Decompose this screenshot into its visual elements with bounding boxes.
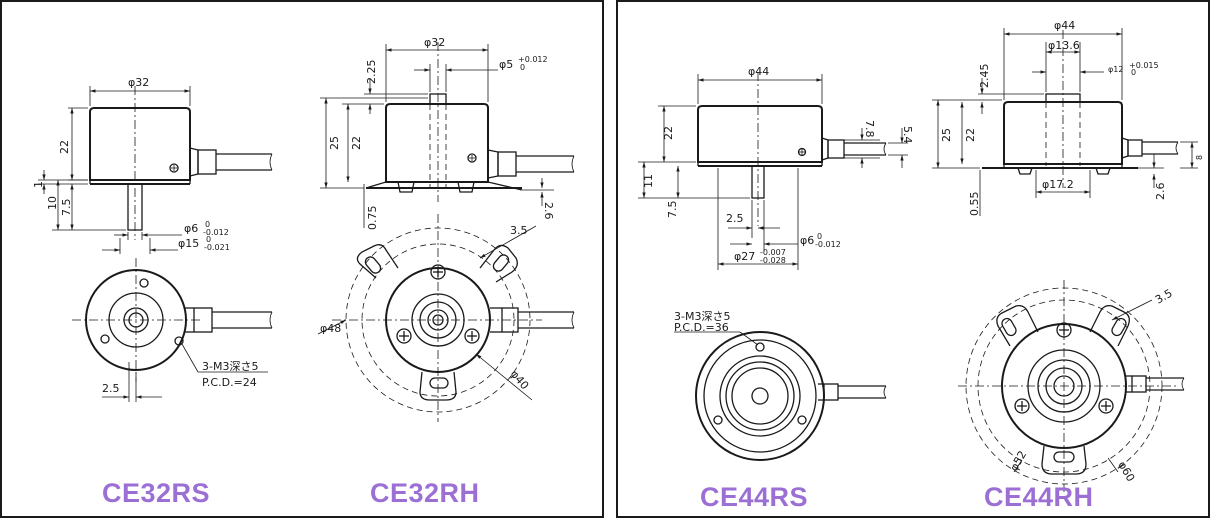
model-label-ce44rs: CE44RS: [700, 482, 809, 512]
ce32rh-d-body: φ32: [424, 36, 445, 49]
ce44rs-offset: 2.5: [726, 212, 744, 225]
right-drawing-panel: φ44 22 11 7.5 7.8 5.4 2.5 φ6 0 -0.012: [616, 0, 1210, 518]
ce44rs-shaft-tol: -0.012: [815, 240, 841, 249]
ce44rs-boss-tol-hi: -0.007: [760, 248, 786, 257]
ce32rh-front-view: 3.5 φ48 φ40: [317, 214, 575, 422]
ce44rh-d-13-6: φ13.6: [1048, 39, 1080, 52]
ce44rh-side-view: φ44 φ13.6 φ12 +0.015 0 2.45 25 22 0.55 φ…: [932, 19, 1204, 216]
ce44rs-front-view: 3-M3深さ5 P.C.D.=36: [674, 310, 887, 461]
ce44rs-holes: 3-M3深さ5: [674, 310, 730, 323]
ce32rh-bore-tol: +0.012: [518, 55, 548, 64]
ce44rs-h-5-4: 5.4: [901, 126, 914, 144]
ce44rh-d-60: φ60: [1115, 459, 1137, 484]
ce32rh-h-22: 22: [350, 136, 363, 150]
ce32rs-tol-zero-1: 0: [205, 220, 210, 229]
ce44rs-h-7-8: 7.8: [863, 120, 876, 138]
ce32rs-d-body: φ32: [128, 76, 149, 89]
ce44rh-front-view: 3.5 φ52 φ60: [958, 280, 1185, 492]
ce32rh-tol-zero: 0: [520, 63, 525, 72]
ce32rs-offset: 2.5: [102, 382, 120, 395]
ce44rs-h-7-5: 7.5: [666, 201, 679, 219]
ce44rh-bore: φ12: [1108, 65, 1123, 74]
ce44rh-tol-zero: 0: [1131, 68, 1136, 77]
ce44rs-side-view: φ44 22 11 7.5 7.8 5.4 2.5 φ6 0 -0.012: [638, 65, 914, 270]
ce44rs-tol-zero: 0: [817, 232, 822, 241]
ce32rs-side-view: φ32 22 1 10 7.5 φ6 0 -0.012 φ15 0 -0.021: [32, 76, 273, 254]
ce44rs-d-body: φ44: [748, 65, 769, 78]
left-drawing-panel: φ32 22 1 10 7.5 φ6 0 -0.012 φ15 0 -0.021: [0, 0, 604, 518]
ce44rs-h-22: 22: [662, 126, 675, 140]
ce32rs-shaft-tol: -0.012: [203, 228, 229, 237]
ce44rh-h-8: 8: [1195, 155, 1204, 160]
model-label-ce32rs: CE32RS: [102, 478, 211, 508]
ce32rh-slot: 3.5: [510, 224, 528, 237]
ce44rs-h-11: 11: [642, 174, 655, 188]
ce32rs-h-1: 1: [32, 181, 45, 188]
ce32rh-d-48: φ48: [320, 322, 341, 335]
ce32rh-side-view: φ32 φ5 +0.012 0 2.25 25 22 0.75 2.6: [320, 36, 575, 231]
ce32rh-h-2-6: 2.6: [542, 202, 555, 220]
model-label-ce44rh: CE44RH: [984, 482, 1094, 512]
ce32rs-pcd: P.C.D.=24: [202, 376, 257, 389]
ce44rh-h-25: 25: [940, 128, 953, 142]
ce32rh-h-25: 25: [328, 136, 341, 150]
ce44rh-d-17-2: φ17.2: [1042, 178, 1074, 191]
ce44rh-d-body: φ44: [1054, 19, 1075, 32]
ce32rs-h-22: 22: [58, 140, 71, 154]
ce32rh-h-2-25: 2.25: [365, 60, 378, 85]
model-label-ce32rh: CE32RH: [370, 478, 480, 508]
ce44rs-shaft: φ6: [800, 234, 814, 247]
ce32rh-screw-icons: [396, 264, 480, 344]
ce32rs-boss: φ15: [178, 237, 199, 250]
ce44rh-d-52: φ52: [1007, 449, 1029, 474]
ce32rs-boss-tol: -0.021: [204, 243, 230, 252]
ce32rs-tol-zero-2: 0: [206, 235, 211, 244]
ce32rs-front-view: 3-M3深さ5 P.C.D.=24 2.5: [72, 258, 273, 402]
ce44rh-bore-tol: +0.015: [1129, 61, 1159, 70]
ce44rs-boss-tol-lo: -0.028: [760, 256, 786, 265]
ce44-drawing: φ44 22 11 7.5 7.8 5.4 2.5 φ6 0 -0.012: [638, 19, 1204, 492]
ce44rh-h-2-6: 2.6: [1154, 183, 1167, 201]
ce44rh-h-2-45: 2.45: [978, 64, 991, 89]
ce32rs-h-10: 10: [46, 196, 59, 210]
ce32rs-h-7-5: 7.5: [60, 199, 73, 217]
ce32rh-h-0-75: 0.75: [366, 206, 379, 231]
ce44rs-pcd: P.C.D.=36: [674, 321, 729, 334]
ce44rh-h-0-55: 0.55: [968, 192, 981, 217]
ce44rs-boss: φ27: [734, 250, 755, 263]
ce32rh-bore: φ5: [499, 58, 513, 71]
ce44rh-h-22: 22: [964, 128, 977, 142]
ce32rs-shaft: φ6: [184, 222, 198, 235]
ce44rh-slot: 3.5: [1153, 287, 1175, 307]
ce32rs-holes: 3-M3深さ5: [202, 360, 258, 373]
ce32-drawing: φ32 22 1 10 7.5 φ6 0 -0.012 φ15 0 -0.021: [32, 36, 575, 422]
ce32rh-d-40: φ40: [508, 368, 532, 393]
